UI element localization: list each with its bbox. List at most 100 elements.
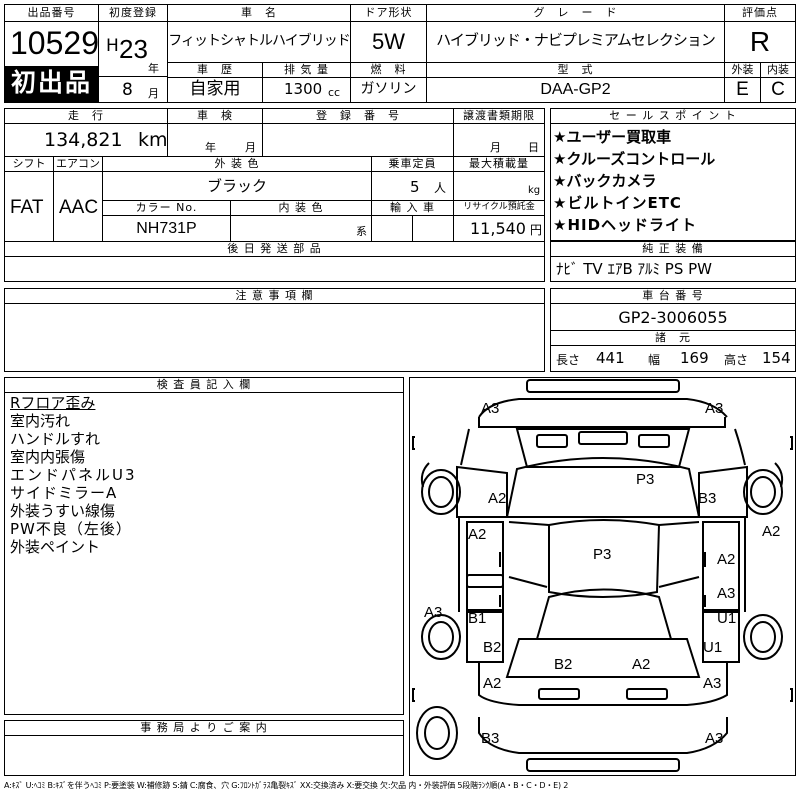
equipment-box [550,241,796,282]
inspector-note: Rフロア歪み [10,394,96,412]
max-load-label: 最大積載量 [454,157,544,172]
shift-label: シフト [5,157,53,172]
mileage: 134,821 [44,129,123,151]
notes-label: 注 意 事 項 欄 [5,289,544,304]
ac: AAC [59,197,99,218]
capacity: 5 [410,178,420,196]
history-label: 車 歴 [168,63,262,78]
displacement-unit: cc [328,86,341,99]
damage-mark: A2 [483,675,502,692]
exterior-score: E [736,79,749,100]
inspector-note: 外装ペイント [10,538,101,556]
ac-label: エアコン [54,157,102,172]
model-label: 型 式 [427,63,724,78]
sales-point-item: ★クルーズコントロール [553,150,716,168]
import-label: 輸 入 車 [372,201,453,216]
reg-year: 23 [119,34,148,64]
width: 169 [680,349,709,367]
sales-points-label: セ ー ル ス ポ イ ン ト [551,109,795,124]
chassis-label: 車 台 番 号 [551,289,795,304]
damage-mark: A3 [424,604,443,621]
exterior-score-label: 外装 [725,63,760,78]
interior-score-label: 内装 [761,63,795,78]
lot-label: 出品番号 [5,5,98,22]
transfer-day-unit: 日 [528,141,539,154]
capacity-label: 乗車定員 [372,157,453,172]
sales-points-box [550,108,796,241]
car-name-label: 車 名 [168,5,350,22]
damage-mark: U1 [717,610,737,627]
inspector-note: PW不良（左後） [10,520,132,538]
car-diagram [412,379,793,772]
max-load-unit: kg [528,185,541,196]
reg-month: 8 [122,80,133,100]
era: H [106,36,119,56]
transfer-label: 譲渡書類期限 [454,109,544,124]
height: 154 [762,349,791,367]
grade: ハイブリッド・ナビプレミアムセレクション [436,31,716,49]
score-label: 評価点 [725,5,795,22]
inspector-box [4,377,404,715]
damage-mark: A3 [717,585,736,602]
history: 自家用 [189,79,241,99]
exterior-color: ブラック [206,177,267,195]
shift: FAT [10,197,44,218]
damage-mark: B3 [698,490,717,507]
car-name: フィットシャトルハイブリッド [168,33,350,49]
damage-mark: A3 [481,400,500,417]
door-type: 5W [372,29,405,54]
damage-mark: P3 [593,546,612,563]
inspection-year-unit: 年 [205,141,216,154]
first-listing-badge: 初出品 [5,66,98,102]
color-no-label: カラー No. [103,201,230,216]
office-label: 事 務 局 よ り ご 案 内 [5,721,403,736]
color-no: NH731P [136,220,197,237]
interior-color-unit: 系 [356,225,367,238]
equipment-list: ﾅﾋﾞ TV ｴｱB ｱﾙﾐ PS PW [556,260,712,278]
width-label: 幅 [648,353,661,367]
damage-mark: A2 [632,656,651,673]
damage-mark: A3 [703,675,722,692]
sales-point-item: ★HIDヘッドライト [553,216,698,234]
displacement: 1300 [284,80,323,98]
chassis-number: GP2-3006055 [618,308,728,327]
inspector-note: 室内内張傷 [10,448,86,466]
inspector-note: ハンドルすれ [10,430,101,448]
inspector-note: エンドパネルU3 [10,466,137,484]
height-label: 高さ [724,353,749,367]
later-parts-label: 後 日 発 送 部 品 [5,242,544,257]
mileage-unit: km [138,129,168,151]
sales-point-item: ★ユーザー買取車 [553,128,672,146]
length-label: 長さ [556,353,581,367]
inspector-note: サイドミラーA [10,484,118,502]
equipment-label: 純 正 装 備 [551,242,795,257]
office-box [4,720,404,776]
month-unit: 月 [148,87,159,100]
grade-label: グ レ ー ド [427,5,724,22]
legend: A:ｷｽﾞ U:ﾍｺﾐ B:ｷｽﾞを伴うﾍｺﾐ P:要塗装 W:補修跡 S:錆 … [4,781,569,790]
fuel: ガソリン [360,81,417,97]
damage-mark: A3 [705,730,724,747]
damage-mark: B3 [481,730,500,747]
exterior-color-label: 外 装 色 [103,157,371,172]
transfer-month-unit: 月 [490,141,501,154]
sales-point-item: ★ビルトインETC [553,194,682,212]
first-reg-label: 初度登録 [99,5,167,22]
header-table [4,4,796,103]
damage-mark: B2 [554,656,573,673]
damage-mark: A2 [468,526,487,543]
damage-mark: A2 [488,490,507,507]
fuel-label: 燃 料 [351,63,426,78]
damage-mark: B1 [468,610,487,627]
sales-point-item: ★バックカメラ [553,172,657,190]
recycle-unit: 円 [530,223,543,237]
length: 441 [596,349,625,367]
dims-label: 諸 元 [551,331,795,346]
spec-table [4,108,545,282]
interior-color-label: 内 装 色 [231,201,371,216]
inspection-month-unit: 月 [245,141,256,154]
door-label: ドア形状 [351,5,426,22]
damage-mark: U1 [703,639,723,656]
damage-mark: P3 [636,471,655,488]
recycle-label: リサイクル預託金 [454,201,544,216]
